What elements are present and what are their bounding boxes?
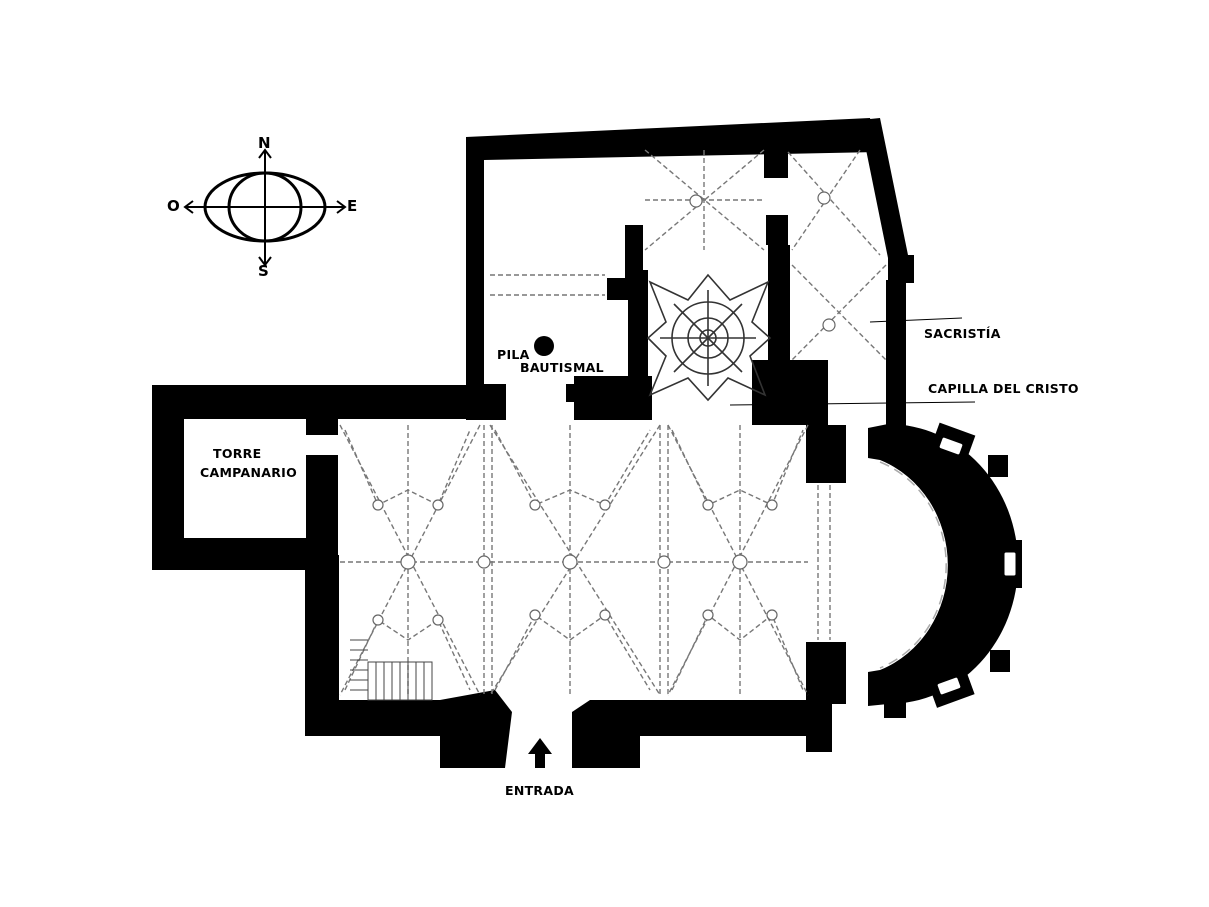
compass-rose-icon [183, 148, 347, 267]
leader-lines [729, 317, 976, 406]
entrance-left-jamb [440, 690, 512, 768]
nave-south-pier [806, 700, 832, 752]
apse-buttress-6 [884, 698, 906, 718]
pila-label-line1: PILA [497, 347, 530, 362]
mid-wall-ribs [628, 270, 648, 380]
baptismal-font-icon [534, 336, 554, 356]
compass-south-label: S [258, 262, 269, 280]
north-east-wall [860, 118, 908, 258]
apse-buttress-2 [988, 455, 1008, 477]
compass-east-label: E [347, 197, 358, 215]
staircase [350, 639, 433, 701]
tower-east-2 [306, 455, 338, 555]
torre-label-line2: CAMPANARIO [200, 465, 298, 480]
apse-buttress-4 [990, 650, 1010, 672]
upper-pier-2 [766, 215, 788, 245]
east-wall-sacristia [886, 280, 906, 430]
pila-label-line2: BAUTISMAL [520, 360, 604, 375]
vault-bosses [372, 191, 836, 626]
compass-north-label: N [258, 134, 271, 152]
torre-label-line1: TORRE [213, 446, 262, 461]
entrada-label: ENTRADA [505, 783, 574, 798]
apse-niches [879, 461, 947, 669]
compass-west-label: O [167, 197, 180, 215]
capilla-label: CAPILLA DEL CRISTO [928, 381, 1079, 396]
walls [152, 118, 1022, 768]
upper-pier [764, 150, 788, 178]
north-wall [466, 118, 878, 272]
sacristia-label: SACRISTÍA [924, 326, 1001, 341]
baptistery-south-step [566, 384, 580, 402]
apse-windows [936, 436, 1017, 696]
tower-north [152, 385, 492, 419]
chancel-arch-north [806, 425, 846, 483]
nave-south-wall-right [600, 700, 830, 736]
chancel-arch-south [806, 642, 846, 704]
chapel-wall-left [768, 245, 790, 395]
mid-pier-2 [607, 278, 631, 300]
entrance-arrow-icon [528, 738, 552, 768]
north-west-wall [466, 150, 484, 395]
mid-pier-1 [625, 225, 643, 280]
baptistery-south-right [574, 376, 652, 420]
tower-east [306, 419, 338, 435]
star-vault [646, 273, 772, 402]
apse-wall [868, 424, 1018, 706]
east-pier-sacristia [888, 255, 914, 283]
